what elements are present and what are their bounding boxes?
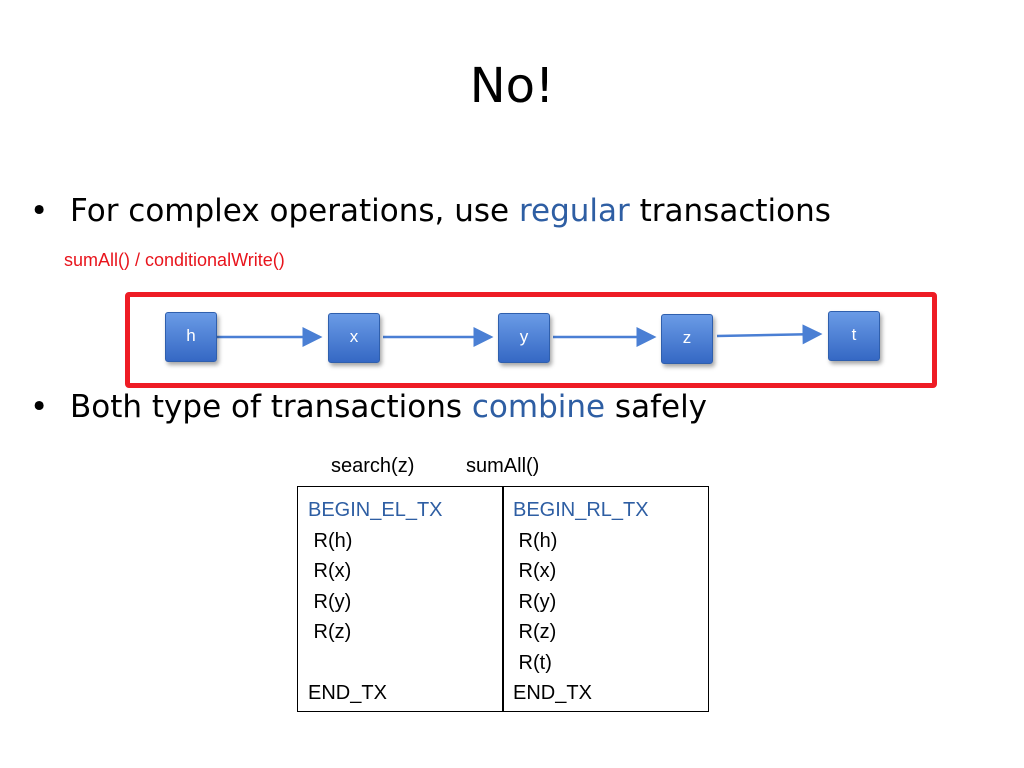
tx-box-el: BEGIN_EL_TX R(h) R(x) R(y) R(z) END_TX (297, 486, 504, 712)
bullet-combine: • Both type of transactions combine safel… (30, 392, 707, 423)
list-node-h: h (165, 312, 217, 362)
op-label-sumall: sumAll() (466, 455, 540, 477)
bullet-2-prefix: Both type of transactions (70, 389, 472, 425)
op-label-search: search(z) (331, 455, 415, 477)
slide-title: No! (469, 58, 555, 114)
list-node-t: t (828, 311, 880, 361)
tx-rl-line: R(y) (513, 590, 557, 613)
tx-el-line: R(z) (308, 621, 352, 643)
list-node-x: x (328, 313, 380, 363)
tx-rl-line: R(x) (513, 560, 557, 582)
tx-el-line: R(y) (308, 590, 352, 613)
tx-rl-line: R(z) (513, 621, 557, 643)
bullet-2-highlight: combine (471, 389, 606, 425)
tx-rl-line: R(h) (513, 529, 558, 552)
tx-el-line (308, 648, 503, 679)
bullet-complex-ops: • For complex operations, use regular tra… (30, 196, 831, 227)
list-node-y: y (498, 313, 550, 363)
tx-el-line: R(h) (308, 529, 353, 552)
bullet-1-suffix: transactions (629, 193, 831, 229)
tx-el-line: BEGIN_EL_TX (308, 499, 443, 521)
list-highlight-frame (125, 292, 937, 388)
tx-el-line: R(x) (308, 560, 352, 582)
bullet-2-suffix: safely (605, 389, 708, 425)
tx-rl-line: END_TX (513, 682, 592, 704)
list-node-z: z (661, 314, 713, 364)
tx-box-rl: BEGIN_RL_TX R(h) R(x) R(y) R(z) R(t) END… (502, 486, 709, 712)
tx-rl-line: R(t) (513, 651, 552, 674)
tx-el-line: END_TX (308, 682, 387, 704)
bullet-icon: • (30, 193, 49, 229)
bullet-1-prefix: For complex operations, use (70, 193, 519, 229)
tx-rl-line: BEGIN_RL_TX (513, 499, 649, 521)
bullet-icon: • (30, 389, 49, 425)
operations-note: sumAll() / conditionalWrite() (64, 250, 285, 270)
bullet-1-highlight: regular (518, 193, 630, 229)
